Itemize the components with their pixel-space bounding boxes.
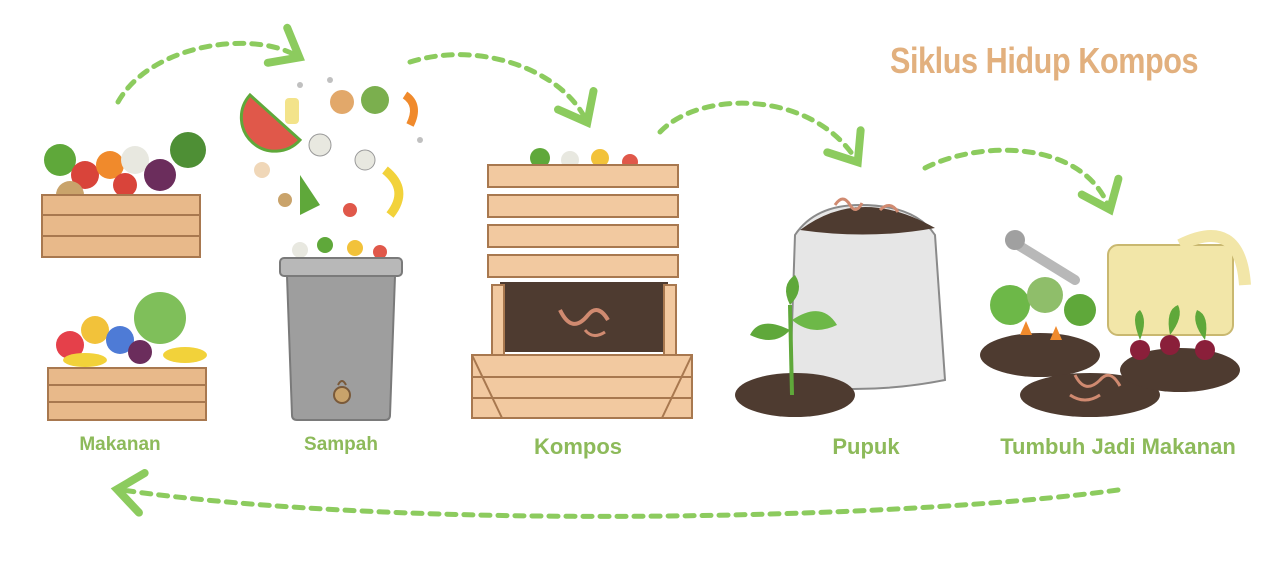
stage-label-tumbuh: Tumbuh Jadi Makanan xyxy=(1000,434,1236,459)
stage-label-pupuk: Pupuk xyxy=(832,434,900,459)
arrow-return-to-makanan xyxy=(110,469,1121,519)
trash-bin-icon xyxy=(239,77,423,421)
food-crates-icon xyxy=(41,132,207,421)
arrow-sampah-to-kompos xyxy=(407,52,598,129)
garden-watering-can-icon xyxy=(980,230,1251,417)
stage-label-kompos: Kompos xyxy=(534,434,622,459)
compost-box-icon xyxy=(471,148,693,419)
arrow-makanan-to-sampah xyxy=(115,23,305,105)
stage-label-makanan: Makanan xyxy=(79,434,161,455)
flow-arrows xyxy=(110,23,1123,519)
stage-label-sampah: Sampah xyxy=(304,434,378,455)
arrow-kompos-to-pupuk xyxy=(657,100,865,168)
diagram-title: Siklus Hidup Kompos xyxy=(890,40,1199,81)
arrow-pupuk-to-tumbuh xyxy=(922,147,1123,216)
fertilizer-sack-icon xyxy=(735,197,947,417)
